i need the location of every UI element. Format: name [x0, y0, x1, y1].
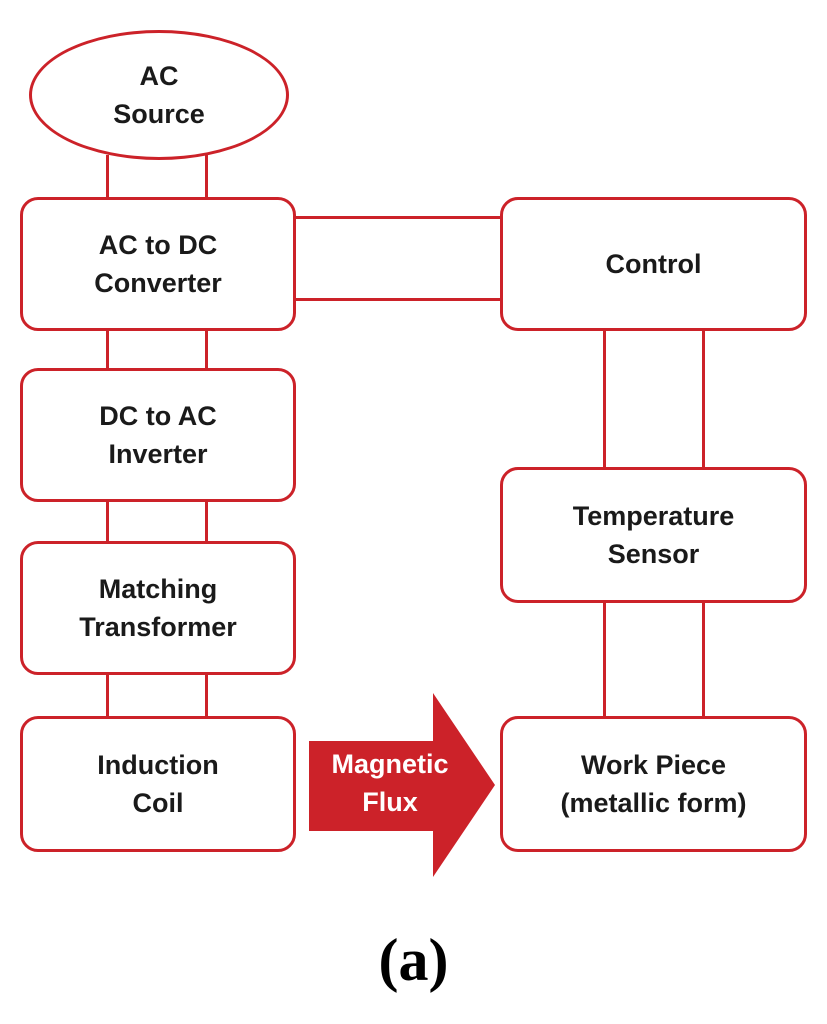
induction-coil-node: Induction Coil	[20, 716, 296, 852]
matching-transformer-label-line2: Transformer	[79, 612, 237, 642]
connector-transformer-coil-right	[205, 672, 208, 718]
connector-control-sensor-left	[603, 328, 606, 470]
ac-to-dc-converter-label-line1: AC to DC	[98, 230, 218, 260]
ac-source-node: AC Source	[29, 30, 289, 160]
connector-source-converter-right	[205, 155, 208, 200]
control-node: Control	[500, 197, 807, 331]
connector-source-converter-left	[106, 155, 109, 200]
ac-to-dc-converter-label-line2: Converter	[94, 268, 222, 298]
connector-inverter-transformer-right	[205, 499, 208, 544]
connector-converter-inverter-right	[205, 328, 208, 370]
matching-transformer-node: Matching Transformer	[20, 541, 296, 675]
figure-caption: (a)	[378, 927, 449, 993]
dc-to-ac-inverter-node: DC to AC Inverter	[20, 368, 296, 502]
magnetic-flux-arrow-shape	[309, 693, 495, 877]
work-piece-node: Work Piece (metallic form)	[500, 716, 807, 852]
magnetic-flux-label: Magnetic Flux	[305, 745, 475, 821]
connector-transformer-coil-left	[106, 672, 109, 718]
magnetic-flux-label-line1: Magnetic	[331, 749, 449, 779]
matching-transformer-label-line1: Matching	[98, 574, 218, 604]
ac-source-label-line1: AC	[139, 61, 179, 91]
induction-coil-label-line1: Induction	[97, 750, 219, 780]
connector-inverter-transformer-left	[106, 499, 109, 544]
dc-to-ac-inverter-label-line2: Inverter	[108, 439, 208, 469]
connector-converter-control-top	[294, 216, 503, 219]
temperature-sensor-label-line2: Sensor	[607, 539, 700, 569]
ac-source-label-line2: Source	[113, 99, 205, 129]
ac-to-dc-converter-node: AC to DC Converter	[20, 197, 296, 331]
dc-to-ac-inverter-label-line1: DC to AC	[99, 401, 217, 431]
magnetic-flux-label-line2: Flux	[362, 787, 418, 817]
connector-converter-inverter-left	[106, 328, 109, 370]
induction-coil-label-line2: Coil	[132, 788, 184, 818]
temperature-sensor-node: Temperature Sensor	[500, 467, 807, 603]
work-piece-label-line1: Work Piece	[580, 750, 727, 780]
connector-sensor-workpiece-right	[702, 600, 705, 720]
work-piece-label-line2: (metallic form)	[560, 788, 747, 818]
connector-sensor-workpiece-left	[603, 600, 606, 720]
connector-control-sensor-right	[702, 328, 705, 470]
temperature-sensor-label-line1: Temperature	[572, 501, 735, 531]
control-label: Control	[605, 249, 702, 279]
connector-converter-control-bottom	[294, 298, 503, 301]
